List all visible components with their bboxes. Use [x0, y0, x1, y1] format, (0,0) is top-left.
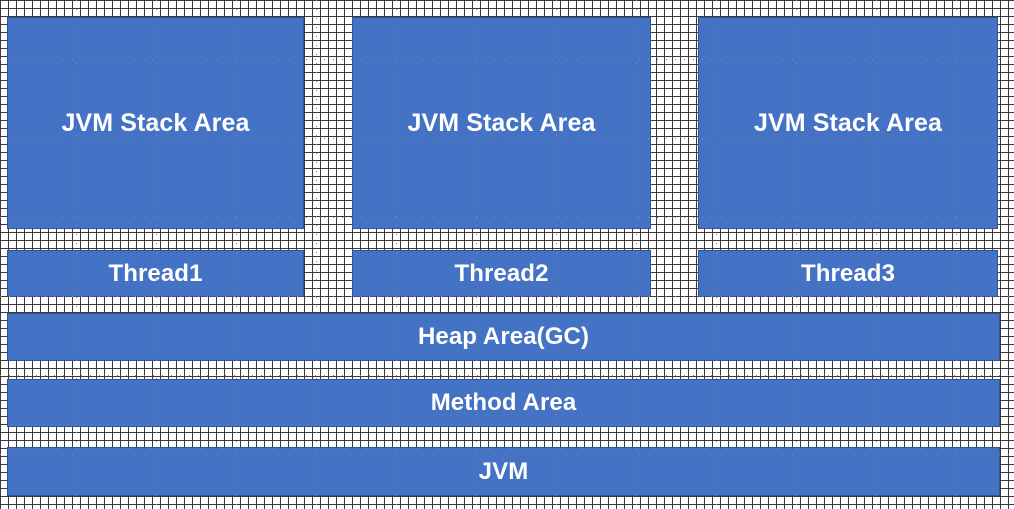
thread-box-1[interactable]: Thread1	[7, 250, 304, 297]
jvm-label: JVM	[478, 457, 529, 485]
jvm-stack-area-label: JVM Stack Area	[407, 108, 596, 137]
jvm-box[interactable]: JVM	[7, 447, 1000, 496]
method-area-label: Method Area	[430, 389, 577, 416]
grid-hline-overlay	[0, 375, 1014, 376]
heap-area-box[interactable]: Heap Area(GC)	[7, 313, 1000, 361]
thread-label: Thread2	[454, 259, 549, 287]
grid-hline	[0, 375, 1014, 376]
thread-label: Thread1	[108, 259, 203, 287]
jvm-stack-area-box-2[interactable]: JVM Stack Area	[352, 17, 651, 229]
grid-vline	[316, 0, 317, 509]
thread-label: Thread3	[800, 259, 896, 287]
thread-box-3[interactable]: Thread3	[698, 250, 998, 297]
method-area-box[interactable]: Method Area	[7, 379, 1000, 427]
jvm-stack-area-label: JVM Stack Area	[753, 108, 943, 137]
jvm-stack-area-box-1[interactable]: JVM Stack Area	[7, 17, 304, 229]
jvm-stack-area-label: JVM Stack Area	[61, 108, 250, 137]
jvm-stack-area-box-3[interactable]: JVM Stack Area	[698, 17, 998, 229]
grid-vline-overlay	[316, 0, 317, 509]
heap-area-label: Heap Area(GC)	[417, 323, 590, 350]
thread-box-2[interactable]: Thread2	[352, 250, 651, 297]
